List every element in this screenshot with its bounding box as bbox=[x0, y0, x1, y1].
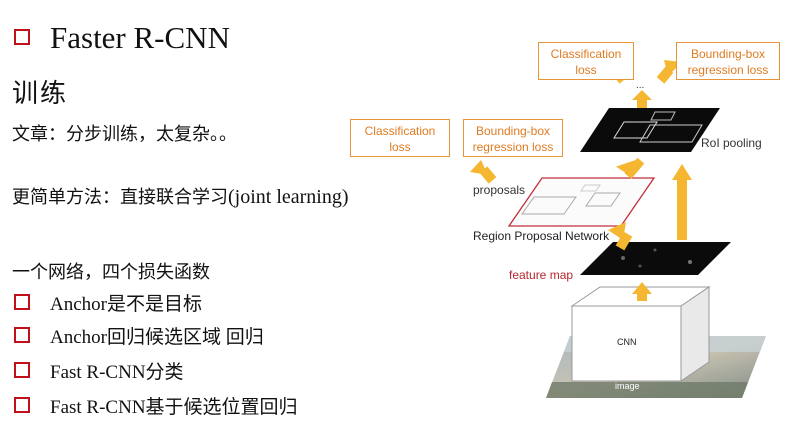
rpn-label: Region Proposal Network bbox=[473, 229, 610, 243]
arrow-cnn-to-feature-head bbox=[632, 282, 652, 294]
simpler-method-line: 更简单方法：直接联合学习(joint learning) bbox=[12, 183, 349, 209]
mid-classification-loss-box: Classification loss bbox=[350, 119, 450, 157]
mid-bbox-loss-box: Bounding-box regression loss bbox=[463, 119, 563, 157]
loss-label: regression loss bbox=[472, 140, 554, 154]
proposals-label: proposals bbox=[473, 183, 526, 197]
loss-label: Bounding-box bbox=[690, 47, 766, 61]
cnn-box-front bbox=[571, 305, 682, 382]
top-bbox-loss-box: Bounding-box regression loss bbox=[676, 42, 780, 80]
arrow-cnn-to-feature bbox=[637, 293, 647, 301]
feature-map-plane bbox=[580, 242, 731, 275]
loss-label: Classification bbox=[550, 47, 622, 61]
arrow-roi-to-top-head bbox=[632, 90, 652, 100]
network-line: 一个网络，四个损失函数 bbox=[12, 262, 210, 283]
arrow-feature-to-rpn bbox=[615, 231, 633, 251]
loss-label: loss bbox=[389, 140, 411, 154]
proposal-box bbox=[580, 184, 601, 192]
loss-label: Bounding-box bbox=[475, 124, 551, 138]
slide-title: Faster R-CNN bbox=[50, 20, 230, 55]
roi-pooling-label: RoI pooling bbox=[701, 136, 762, 150]
bullet-item: Fast R-CNN基于候选位置回归 bbox=[50, 392, 298, 419]
arrow-feature-to-roi-head bbox=[672, 164, 692, 180]
roi-pooling-plane bbox=[580, 108, 720, 152]
bullet-square-icon bbox=[14, 327, 30, 343]
bullet-item-label: Anchor是不是目标 bbox=[50, 294, 202, 315]
loss-label: regression loss bbox=[687, 63, 769, 77]
simpler-method-suffix: (joint learning) bbox=[228, 186, 349, 208]
feature-activation bbox=[638, 264, 642, 268]
bullet-square-icon bbox=[14, 362, 30, 378]
image-label: image bbox=[615, 381, 640, 391]
feature-activation bbox=[653, 248, 657, 252]
arrow-feature-to-roi bbox=[677, 178, 687, 240]
proposal-box bbox=[585, 192, 621, 207]
image-ground bbox=[546, 382, 748, 398]
arrow-to-mid-bbox-head bbox=[470, 160, 488, 175]
roi-box bbox=[650, 111, 676, 121]
proposal-box bbox=[521, 196, 577, 215]
loss-label: loss bbox=[575, 63, 597, 77]
arrow-proposals-to-roi-head bbox=[615, 159, 638, 177]
loss-label: Classification bbox=[364, 124, 436, 138]
bullet-item-label: Anchor回归候选区域 回归 bbox=[50, 327, 264, 348]
roi-box bbox=[613, 121, 658, 139]
title-square-icon bbox=[14, 29, 30, 45]
section-heading: 训练 bbox=[12, 79, 69, 109]
bullet-item-label: Fast R-CNN基于候选位置回归 bbox=[50, 397, 298, 418]
ellipsis-label: ... bbox=[636, 80, 645, 91]
feature-activation bbox=[621, 256, 625, 260]
roi-box bbox=[639, 124, 703, 143]
article-line: 文章：分步训练，太复杂。。 bbox=[12, 124, 237, 145]
cnn-label: CNN bbox=[617, 337, 637, 347]
bullet-item: Anchor是不是目标 bbox=[50, 289, 202, 316]
feature-activation bbox=[688, 260, 692, 264]
bullet-item: Anchor回归候选区域 回归 bbox=[50, 322, 264, 349]
arrow-feature-to-rpn-head bbox=[608, 222, 626, 240]
simpler-method-prefix: 更简单方法：直接联合学习 bbox=[12, 187, 228, 208]
feature-map-label: feature map bbox=[509, 268, 574, 282]
bullet-item-label: Fast R-CNN分类 bbox=[50, 362, 184, 383]
top-classification-loss-box: Classification loss bbox=[538, 42, 634, 80]
bullet-item: Fast R-CNN分类 bbox=[50, 357, 184, 384]
bullet-square-icon bbox=[14, 294, 30, 310]
bullet-square-icon bbox=[14, 397, 30, 413]
arrow-roi-to-top bbox=[637, 100, 647, 108]
